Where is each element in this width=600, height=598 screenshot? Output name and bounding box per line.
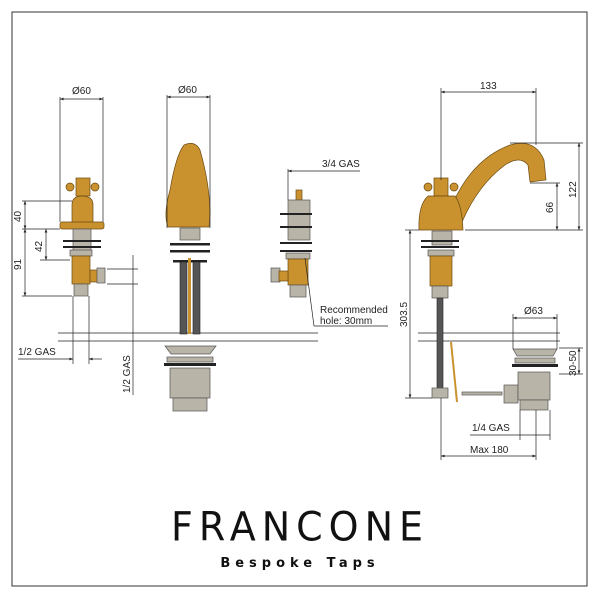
shank-length-label: 91: [13, 258, 24, 270]
brand-tagline: Bespoke Taps: [220, 556, 380, 571]
waste-diameter-label: Ø63: [524, 306, 543, 317]
spout-height-label: 122: [568, 181, 579, 198]
drawing-frame: [11, 11, 588, 587]
valve-inlet-vertical-label: 1/2 GAS: [122, 355, 133, 393]
handle-height-label: 40: [13, 210, 24, 222]
right-valve: [270, 189, 312, 298]
spout-reach-label: 133: [480, 81, 497, 92]
valve-inlet-label: 1/2 GAS: [18, 347, 56, 358]
thread-depth-label: 42: [34, 240, 45, 252]
waste-connection-label: 1/4 GAS: [472, 423, 510, 434]
valve-diameter-label: Ø60: [72, 86, 91, 97]
dimension-lines: [18, 88, 583, 460]
max-width-label: Max 180: [470, 445, 509, 456]
spout-outlet-height-label: 66: [545, 201, 556, 213]
hole-note-line2: hole: 30mm: [320, 316, 372, 327]
mixer-side-view: [418, 142, 558, 411]
brand-logo: FRANCONE: [170, 503, 430, 551]
total-height-label: 303.5: [399, 302, 410, 327]
hole-note-line1: Recommended: [320, 305, 388, 316]
valve-thread-label: 3/4 GAS: [322, 159, 360, 170]
left-valve: [59, 177, 106, 297]
waste-thickness-label: 30-50: [568, 350, 579, 376]
spout-diameter-label: Ø60: [178, 85, 197, 96]
center-spout: [164, 143, 217, 412]
